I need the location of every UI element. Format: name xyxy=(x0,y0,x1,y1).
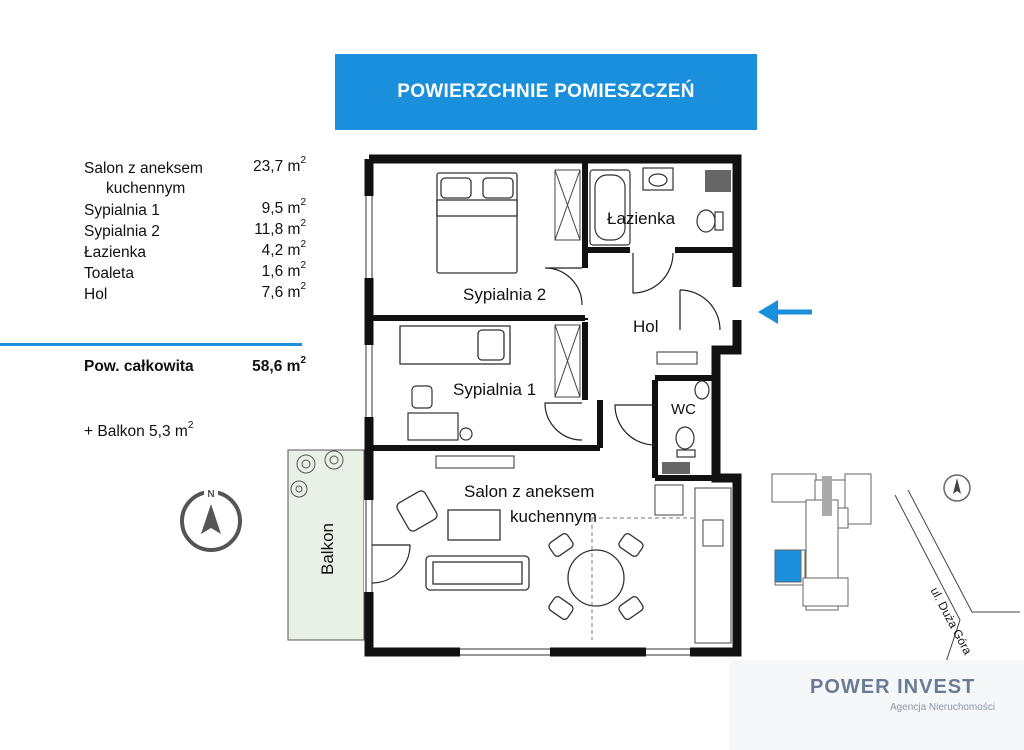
area-value: 9,5 m2 xyxy=(261,197,306,217)
site-plan-map xyxy=(771,473,872,611)
compass-letter: N xyxy=(207,489,214,500)
area-row: Salon z aneksem kuchennym 23,7 m2 xyxy=(84,155,306,202)
armchair-icon xyxy=(396,490,438,532)
hall-shelf-icon xyxy=(656,351,698,365)
area-name: Łazienka xyxy=(84,244,147,261)
desk-icon xyxy=(407,385,473,441)
divider-line xyxy=(0,343,302,346)
entrance-arrow-icon xyxy=(758,300,812,324)
banner-title: POWIERZCHNIE POMIESZCZEŃ xyxy=(397,81,695,102)
area-value: 1,6 m2 xyxy=(261,260,306,280)
single-bed-icon xyxy=(399,325,511,365)
wardrobe-icon xyxy=(554,169,581,241)
area-value: 23,7 m2 xyxy=(253,155,306,175)
area-list: Salon z aneksem kuchennym 23,7 m2 Sypial… xyxy=(84,155,306,307)
area-name: Toaleta xyxy=(84,265,134,282)
area-name: Salon z aneksem xyxy=(84,160,203,177)
door-swings xyxy=(371,252,721,584)
room-label-sypialnia-2: Sypialnia 2 xyxy=(463,285,547,304)
sink-icon xyxy=(642,167,674,191)
shaft xyxy=(705,170,731,192)
exterior-walls xyxy=(364,154,742,657)
wc-fixtures-icon xyxy=(675,380,710,458)
area-row: Hol 7,6 m2 xyxy=(84,281,306,307)
area-name: Sypialnia 2 xyxy=(84,223,160,240)
kitchen-counter-icon xyxy=(591,484,732,644)
compass-icon xyxy=(180,485,242,552)
room-label-hol: Hol xyxy=(633,317,659,336)
area-row: Sypialnia 1 9,5 m2 xyxy=(84,197,306,223)
shaft-wc xyxy=(662,462,690,474)
brand-area xyxy=(730,660,1024,750)
total-value: 58,6 m2 xyxy=(252,355,306,375)
room-label-salon: Salon z aneksem xyxy=(464,482,595,501)
balcony-note: + Balkon 5,3 m2 xyxy=(84,420,194,440)
bathtub-icon xyxy=(589,169,631,246)
area-value: 11,8 m2 xyxy=(254,218,306,238)
brand-subtitle: Agencja Nieruchomości xyxy=(890,702,996,713)
area-value: 7,6 m2 xyxy=(261,281,306,301)
street-lines xyxy=(894,489,1020,681)
room-label-lazienka: Łazienka xyxy=(607,209,676,228)
area-row: Sypialnia 2 11,8 m2 xyxy=(84,218,306,244)
brand-name: POWER INVEST xyxy=(810,676,976,698)
room-label-balkon: Balkon xyxy=(318,523,337,575)
interior-walls xyxy=(369,159,737,481)
room-label-wc: WC xyxy=(671,401,696,418)
double-bed-icon xyxy=(436,172,518,274)
room-label-salon-cont: kuchennym xyxy=(510,507,597,526)
title-banner: POWIERZCHNIE POMIESZCZEŃ xyxy=(335,54,757,130)
total-area: Pow. całkowita 58,6 m2 xyxy=(84,355,306,376)
area-row: Toaleta 1,6 m2 xyxy=(84,260,306,286)
coffee-table-icon xyxy=(447,509,501,541)
compass-small-icon xyxy=(943,474,971,502)
wardrobe-icon xyxy=(554,324,581,398)
sofa-icon xyxy=(425,555,530,591)
toilet-icon xyxy=(696,209,724,233)
area-row: Łazienka 4,2 m2 xyxy=(84,239,306,265)
plant-icon xyxy=(290,450,344,498)
room-label-sypialnia-1: Sypialnia 1 xyxy=(453,380,537,399)
tv-cabinet-icon xyxy=(435,455,515,469)
windows xyxy=(364,196,742,657)
dining-table-icon xyxy=(548,533,644,620)
area-name-cont: kuchennym xyxy=(106,180,186,197)
area-name: Hol xyxy=(84,286,108,303)
total-label: Pow. całkowita xyxy=(84,358,194,375)
area-value: 4,2 m2 xyxy=(261,239,306,259)
area-name: Sypialnia 1 xyxy=(84,202,160,219)
